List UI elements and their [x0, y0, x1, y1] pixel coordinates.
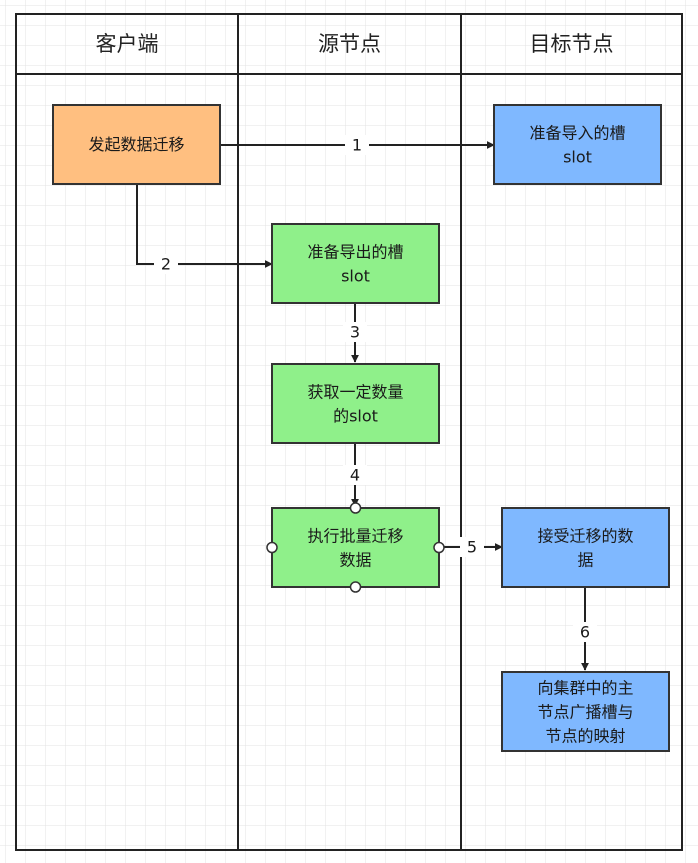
edge-label-5: 5: [467, 538, 477, 557]
node-label-line: 向集群中的主: [537, 679, 633, 698]
node-batch-migrate[interactable]: 执行批量迁移 数据: [266, 502, 445, 593]
connection-handle-right[interactable]: [433, 541, 445, 554]
node-label-line: 节点广播槽与: [537, 703, 633, 722]
connection-handle-top[interactable]: [349, 502, 362, 514]
node-prepare-import-slot[interactable]: 准备导入的槽 slot: [493, 104, 662, 185]
connection-handle-left[interactable]: [266, 541, 278, 554]
edge-label-2: 2: [161, 255, 171, 274]
node-start-migration[interactable]: 发起数据迁移: [52, 104, 221, 185]
node-box: [52, 104, 221, 185]
lane-title-source: 源节点: [318, 32, 381, 56]
node-label-line: 节点的映射: [545, 727, 625, 746]
node-label-line: 获取一定数量: [307, 383, 403, 402]
edge-label-bg-3: [343, 322, 367, 342]
edge-label-1: 1: [352, 136, 362, 155]
edge-label-bg-6: [573, 622, 597, 642]
edges: 1 2 3 4 5 6: [136, 135, 597, 671]
edge-label-bg-2: [154, 254, 178, 274]
edge-label-bg-1: [345, 135, 369, 155]
edge-2: [136, 184, 273, 268]
lane-title-target: 目标节点: [530, 32, 614, 56]
edge-label-bg-4: [343, 465, 367, 485]
node-label-line: slot: [563, 148, 592, 167]
edge-label-3: 3: [350, 323, 360, 342]
node-receive-data[interactable]: 接受迁移的数 据: [501, 507, 670, 588]
nodes: 发起数据迁移 准备导入的槽 slot 准备导出的槽 slot 获取一定数量 的s…: [52, 104, 670, 752]
node-label-line: 数据: [339, 551, 371, 570]
node-label-line: 准备导入的槽: [529, 124, 625, 143]
node-label-line: slot: [341, 267, 370, 286]
node-box: [501, 671, 670, 752]
pool-frame: [15, 13, 683, 851]
edge-label-bg-5: [460, 537, 484, 557]
node-label-line: 的slot: [333, 407, 378, 426]
node-label-line: 据: [577, 551, 593, 570]
node-label-line: 接受迁移的数: [537, 527, 633, 546]
swimlanes: 客户端 源节点 目标节点: [15, 13, 683, 851]
node-label-line: 准备导出的槽: [307, 243, 403, 262]
node-get-slot-count[interactable]: 获取一定数量 的slot: [271, 363, 440, 444]
node-broadcast-mapping[interactable]: 向集群中的主 节点广播槽与 节点的映射: [501, 671, 670, 752]
node-box: [493, 104, 662, 185]
node-box: [271, 363, 440, 444]
lane-title-client: 客户端: [96, 32, 159, 56]
node-label-line: 执行批量迁移: [307, 527, 403, 546]
node-prepare-export-slot[interactable]: 准备导出的槽 slot: [271, 223, 440, 304]
connection-handle-bottom[interactable]: [349, 581, 362, 593]
node-box: [271, 223, 440, 304]
node-box: [271, 507, 440, 588]
edge-label-4: 4: [350, 466, 360, 485]
edge-label-6: 6: [580, 623, 590, 642]
node-label-line: 发起数据迁移: [88, 135, 184, 154]
node-box: [501, 507, 670, 588]
